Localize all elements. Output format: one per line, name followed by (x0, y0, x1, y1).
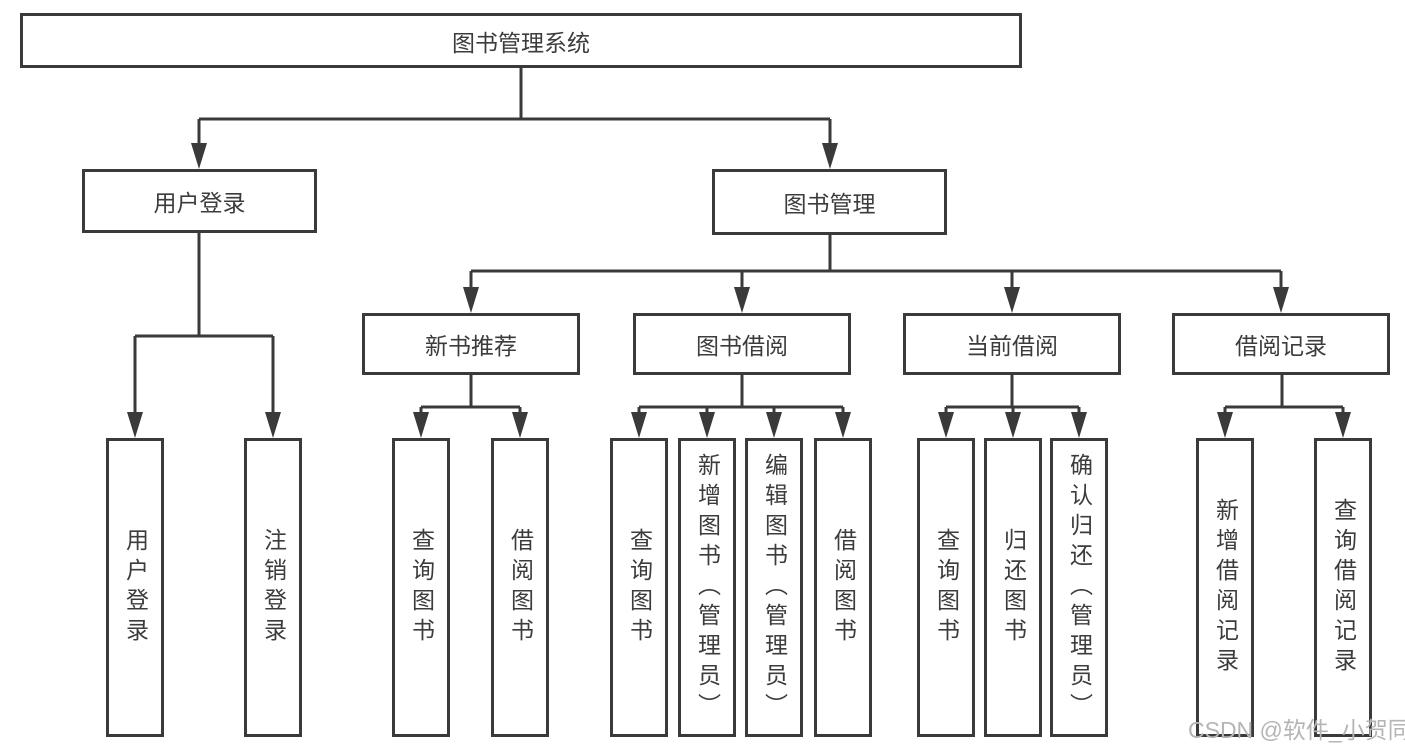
leaf-edit-book-admin: 编辑图书（管理员） (745, 438, 803, 737)
node-label: 用户登录 (122, 527, 149, 648)
node-new-book-recommend: 新书推荐 (362, 313, 580, 375)
connector-current-borrow (944, 375, 1081, 414)
connector-root (197, 68, 832, 145)
node-label: 查询借阅记录 (1330, 497, 1357, 678)
node-label: 用户登录 (153, 190, 246, 216)
node-label: 新书推荐 (425, 333, 517, 359)
node-borrow-record: 借阅记录 (1172, 313, 1390, 375)
node-label: 当前借阅 (966, 333, 1058, 359)
connector-book-management (469, 235, 1283, 289)
node-root-library-system: 图书管理系统 (20, 13, 1022, 68)
node-label: 查询图书 (626, 527, 653, 648)
node-label: 编辑图书（管理员） (761, 452, 788, 723)
node-label: 归还图书 (1000, 527, 1027, 648)
connector-new-book (419, 375, 522, 414)
node-book-management: 图书管理 (712, 169, 947, 235)
node-user-login: 用户登录 (82, 169, 317, 233)
leaf-query-book-1: 查询图书 (392, 438, 450, 737)
connector-borrow-record (1223, 375, 1345, 414)
leaf-user-login: 用户登录 (106, 438, 164, 737)
leaf-query-borrow-record: 查询借阅记录 (1314, 438, 1372, 737)
node-current-borrow: 当前借阅 (903, 313, 1121, 375)
node-label: 确认归还（管理员） (1066, 452, 1093, 723)
node-label: 借阅记录 (1235, 333, 1327, 359)
connector-user-login (133, 233, 275, 414)
node-label: 借阅图书 (507, 527, 534, 648)
node-label: 图书管理系统 (452, 29, 590, 56)
node-label: 新增图书（管理员） (694, 452, 721, 723)
leaf-query-book-3: 查询图书 (917, 438, 975, 737)
node-label: 借阅图书 (830, 527, 857, 648)
leaf-return-book: 归还图书 (984, 438, 1042, 737)
node-label: 新增借阅记录 (1212, 497, 1239, 678)
node-label: 注销登录 (260, 527, 287, 648)
leaf-borrow-book-2: 借阅图书 (814, 438, 872, 737)
csdn-watermark: CSDN @软件_小贺同学 (1188, 717, 1405, 743)
connector-book-borrow (637, 375, 845, 414)
node-label: 图书管理 (783, 191, 876, 217)
node-label: 查询图书 (933, 527, 960, 648)
node-label: 图书借阅 (696, 333, 788, 359)
leaf-add-book-admin: 新增图书（管理员） (678, 438, 736, 737)
node-label: 查询图书 (408, 527, 435, 648)
arrowheads (127, 143, 1351, 438)
leaf-add-borrow-record: 新增借阅记录 (1196, 438, 1254, 737)
leaf-logout: 注销登录 (244, 438, 302, 737)
node-book-borrow: 图书借阅 (633, 313, 851, 375)
leaf-borrow-book-1: 借阅图书 (491, 438, 549, 737)
leaf-query-book-2: 查询图书 (610, 438, 668, 737)
leaf-confirm-return-admin: 确认归还（管理员） (1050, 438, 1108, 737)
